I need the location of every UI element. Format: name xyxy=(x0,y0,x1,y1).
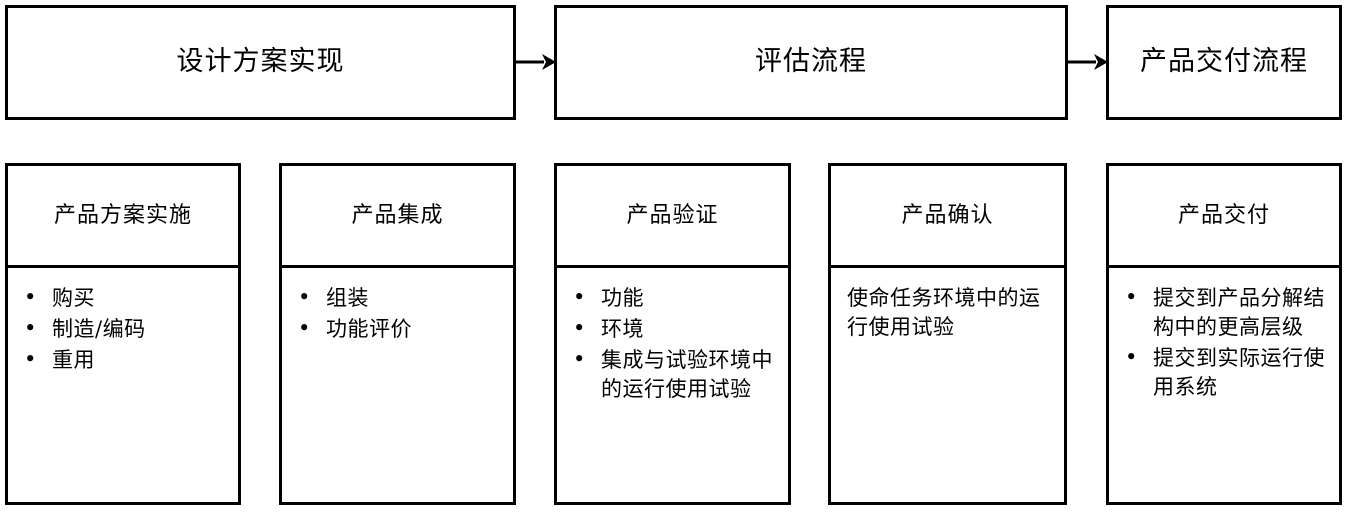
activity-header-label: 产品验证 xyxy=(626,202,719,228)
activity-header: 产品交付 xyxy=(1109,166,1339,268)
activity-box-product-integration[interactable]: 产品集成 组装 功能评价 xyxy=(279,163,516,505)
phase-label: 评估流程 xyxy=(755,46,867,78)
list-item: 组装 xyxy=(292,283,503,313)
activity-body: 使命任务环境中的运行使用试验 xyxy=(831,268,1064,502)
arrow-right-icon xyxy=(1066,52,1108,72)
activity-box-product-solution-implementation[interactable]: 产品方案实施 购买 制造/编码 重用 xyxy=(5,163,241,505)
phase-label: 产品交付流程 xyxy=(1140,46,1308,78)
list-item: 使命任务环境中的运行使用试验 xyxy=(847,286,1041,339)
list-item: 重用 xyxy=(18,345,228,375)
list-item: 集成与试验环境中的运行使用试验 xyxy=(567,345,778,404)
activity-body: 功能 环境 集成与试验环境中的运行使用试验 xyxy=(557,268,788,502)
activity-text-block: 使命任务环境中的运行使用试验 xyxy=(841,284,1054,342)
phase-box-design-implementation[interactable]: 设计方案实现 xyxy=(5,5,516,120)
list-item: 提交到实际运行使用系统 xyxy=(1119,343,1329,402)
phase-box-product-delivery-process[interactable]: 产品交付流程 xyxy=(1106,5,1342,120)
activity-item-list: 提交到产品分解结构中的更高层级 提交到实际运行使用系统 xyxy=(1119,283,1329,402)
list-item: 功能评价 xyxy=(292,314,503,344)
activity-item-list: 功能 环境 集成与试验环境中的运行使用试验 xyxy=(567,283,778,404)
list-item: 提交到产品分解结构中的更高层级 xyxy=(1119,283,1329,342)
list-item: 环境 xyxy=(567,314,778,344)
phase-label: 设计方案实现 xyxy=(176,46,345,78)
arrow-right-icon xyxy=(514,52,556,72)
list-item: 购买 xyxy=(18,283,228,313)
activity-header-label: 产品方案实施 xyxy=(53,202,192,228)
activity-body: 购买 制造/编码 重用 xyxy=(8,268,238,502)
activity-header: 产品集成 xyxy=(282,166,513,268)
activity-item-list: 购买 制造/编码 重用 xyxy=(18,283,228,375)
activity-header: 产品方案实施 xyxy=(8,166,238,268)
activity-item-list: 组装 功能评价 xyxy=(292,283,503,344)
activity-header: 产品确认 xyxy=(831,166,1064,268)
list-item: 制造/编码 xyxy=(18,314,228,344)
activity-header-label: 产品确认 xyxy=(901,202,994,228)
activity-box-product-delivery[interactable]: 产品交付 提交到产品分解结构中的更高层级 提交到实际运行使用系统 xyxy=(1106,163,1342,505)
activity-box-product-verification[interactable]: 产品验证 功能 环境 集成与试验环境中的运行使用试验 xyxy=(554,163,791,505)
list-item: 功能 xyxy=(567,283,778,313)
phase-box-evaluation-process[interactable]: 评估流程 xyxy=(554,5,1068,120)
activity-body: 组装 功能评价 xyxy=(282,268,513,502)
activity-header: 产品验证 xyxy=(557,166,788,268)
activity-body: 提交到产品分解结构中的更高层级 提交到实际运行使用系统 xyxy=(1109,268,1339,502)
activity-header-label: 产品集成 xyxy=(351,202,444,228)
activity-header-label: 产品交付 xyxy=(1177,202,1270,228)
activity-box-product-validation[interactable]: 产品确认 使命任务环境中的运行使用试验 xyxy=(828,163,1067,505)
